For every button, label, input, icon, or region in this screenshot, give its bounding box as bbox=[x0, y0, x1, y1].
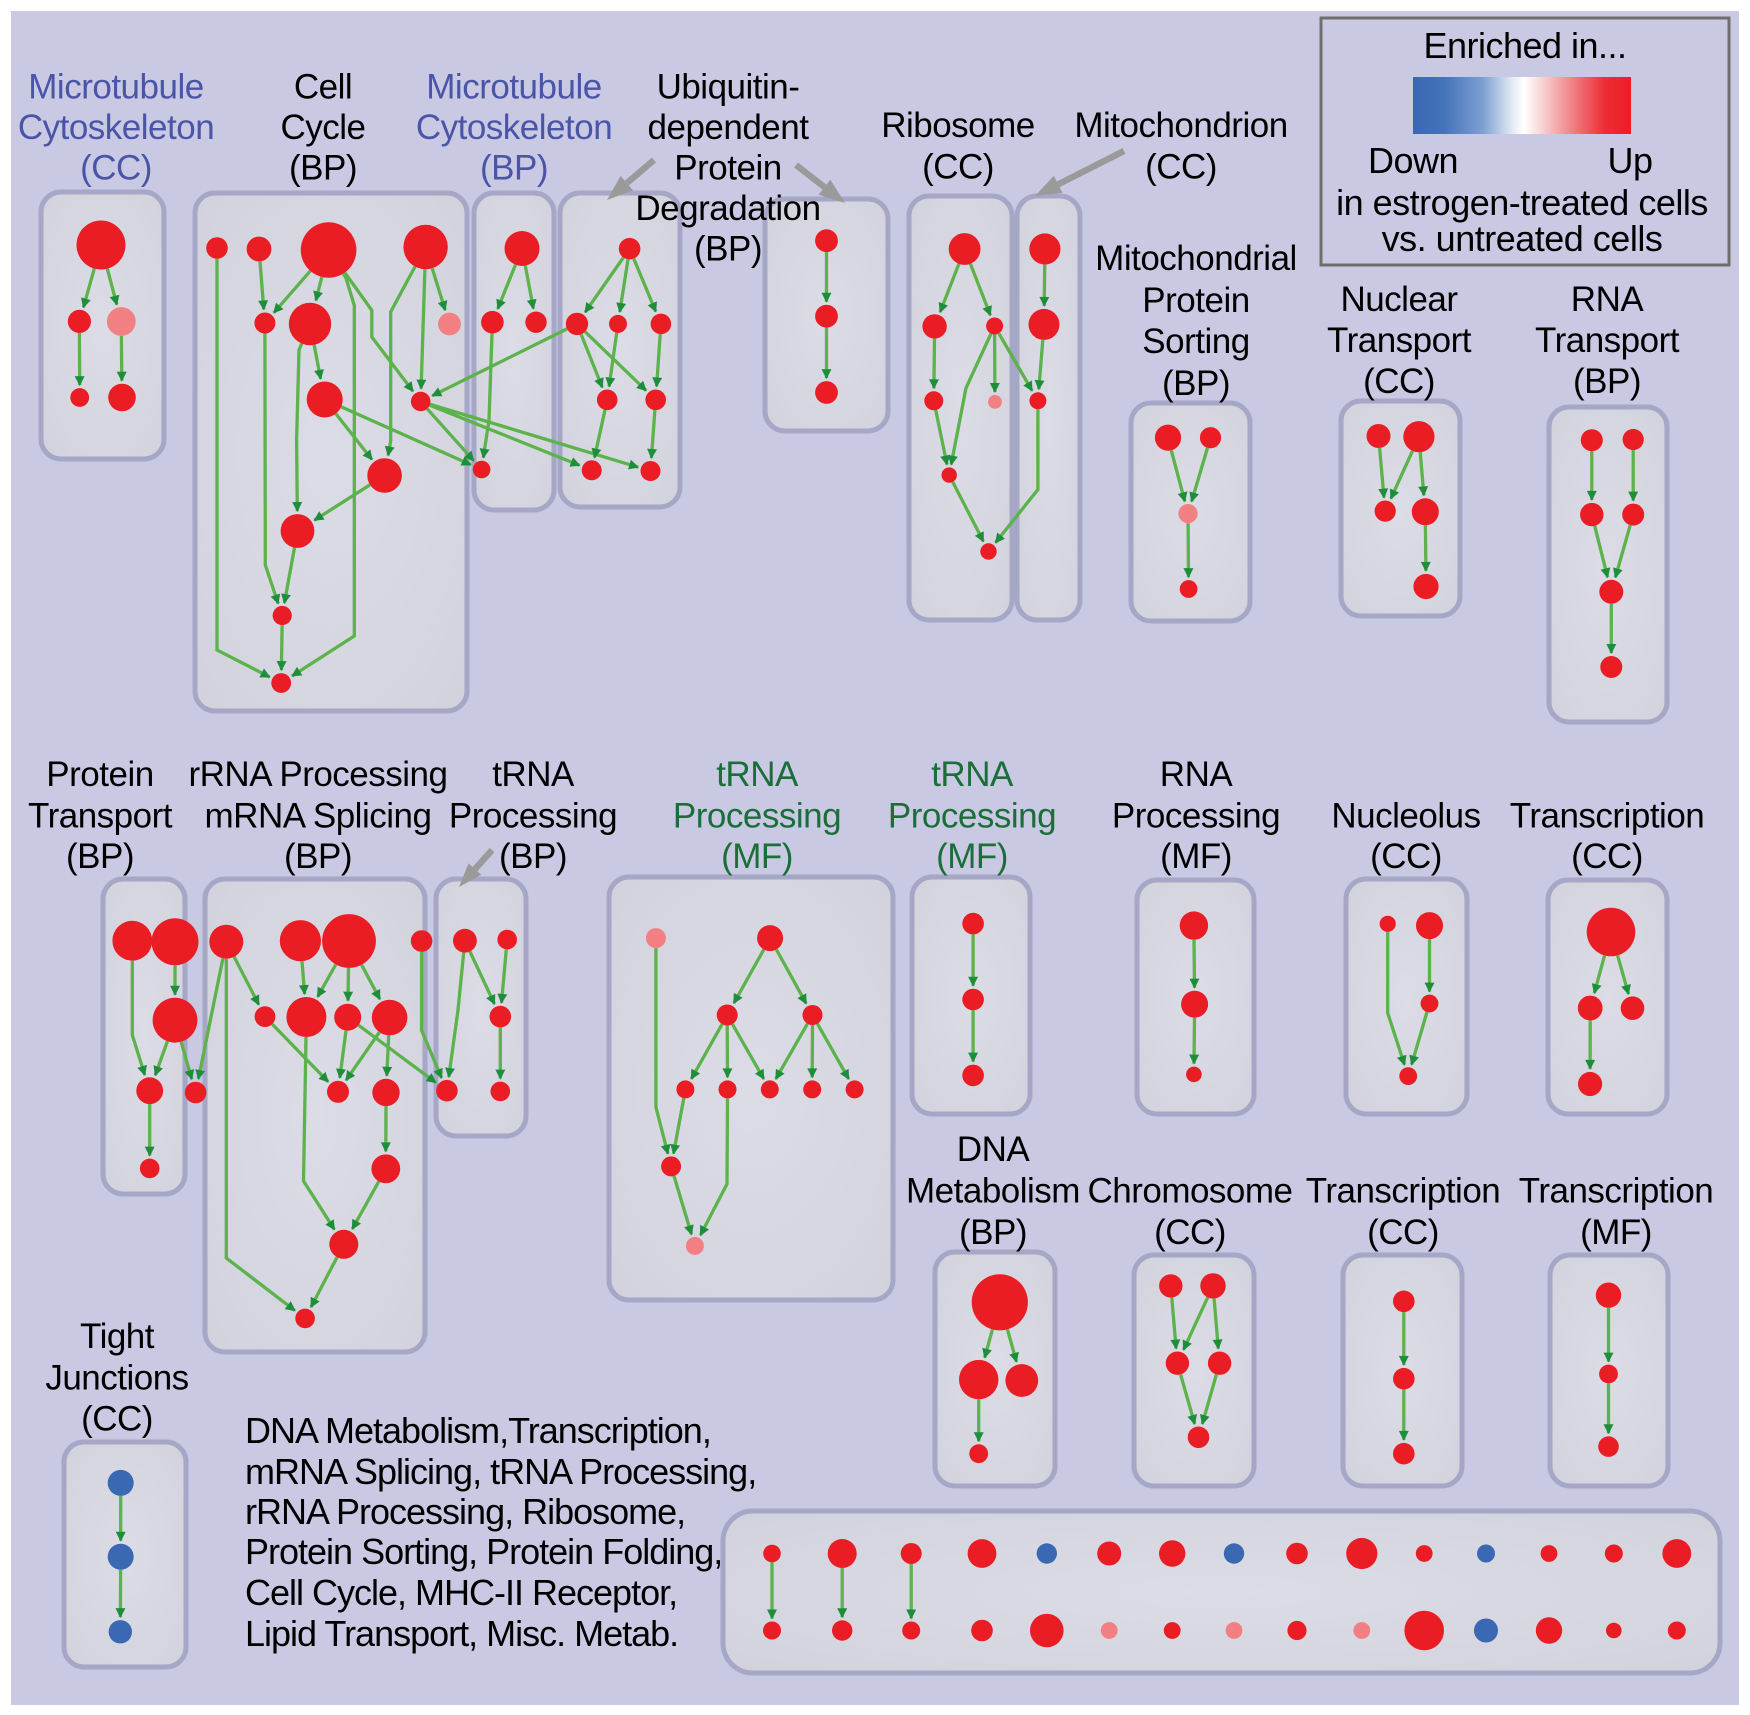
svg-text:(MF): (MF) bbox=[721, 837, 793, 876]
svg-text:(CC): (CC) bbox=[1154, 1213, 1226, 1252]
svg-text:(BP): (BP) bbox=[1573, 362, 1641, 401]
svg-text:DNA Metabolism,Transcription,: DNA Metabolism,Transcription, bbox=[245, 1410, 711, 1451]
svg-text:in estrogen-treated cells: in estrogen-treated cells bbox=[1336, 182, 1708, 223]
svg-text:Processing: Processing bbox=[449, 797, 617, 836]
svg-text:Transport: Transport bbox=[28, 797, 173, 836]
svg-text:Cell: Cell bbox=[294, 68, 352, 107]
svg-text:Degradation: Degradation bbox=[635, 189, 820, 228]
svg-text:Protein: Protein bbox=[674, 149, 781, 188]
svg-text:Mitochondrial: Mitochondrial bbox=[1095, 239, 1297, 278]
svg-text:(CC): (CC) bbox=[1363, 362, 1435, 401]
svg-text:(BP): (BP) bbox=[499, 837, 567, 876]
svg-text:tRNA: tRNA bbox=[931, 755, 1014, 794]
svg-text:Cell Cycle, MHC-II Receptor,: Cell Cycle, MHC-II Receptor, bbox=[245, 1572, 677, 1613]
svg-text:Processing: Processing bbox=[673, 797, 841, 836]
svg-text:(BP): (BP) bbox=[959, 1213, 1027, 1252]
svg-text:Microtubule: Microtubule bbox=[426, 68, 601, 107]
svg-text:(BP): (BP) bbox=[480, 149, 548, 188]
svg-text:Junctions: Junctions bbox=[45, 1359, 188, 1398]
svg-text:dependent: dependent bbox=[648, 108, 810, 147]
svg-text:Protein: Protein bbox=[1142, 281, 1249, 320]
svg-text:Down: Down bbox=[1368, 140, 1458, 181]
svg-text:DNA: DNA bbox=[957, 1130, 1031, 1169]
svg-text:Mitochondrion: Mitochondrion bbox=[1074, 106, 1287, 145]
svg-text:mRNA Splicing, tRNA Processing: mRNA Splicing, tRNA Processing, bbox=[245, 1451, 756, 1492]
svg-text:Enriched in...: Enriched in... bbox=[1423, 25, 1626, 66]
svg-text:RNA: RNA bbox=[1571, 280, 1645, 319]
svg-text:rRNA Processing: rRNA Processing bbox=[189, 755, 448, 794]
svg-text:Protein: Protein bbox=[46, 755, 153, 794]
svg-text:Up: Up bbox=[1607, 140, 1652, 181]
svg-text:Lipid Transport, Misc. Metab.: Lipid Transport, Misc. Metab. bbox=[245, 1613, 678, 1654]
svg-text:Protein Sorting, Protein Foldi: Protein Sorting, Protein Folding, bbox=[245, 1531, 722, 1572]
svg-text:(BP): (BP) bbox=[289, 149, 357, 188]
svg-text:Nucleolus: Nucleolus bbox=[1331, 797, 1480, 836]
svg-text:Cytoskeleton: Cytoskeleton bbox=[18, 108, 214, 147]
svg-text:(MF): (MF) bbox=[1580, 1213, 1652, 1252]
svg-text:Transport: Transport bbox=[1535, 321, 1680, 360]
svg-text:Cytoskeleton: Cytoskeleton bbox=[416, 108, 612, 147]
svg-text:Nuclear: Nuclear bbox=[1340, 280, 1458, 319]
svg-text:(MF): (MF) bbox=[1160, 837, 1232, 876]
svg-text:Ribosome: Ribosome bbox=[881, 106, 1035, 145]
svg-text:Sorting: Sorting bbox=[1142, 322, 1249, 361]
svg-text:Transcription: Transcription bbox=[1510, 797, 1705, 836]
svg-text:(CC): (CC) bbox=[1145, 148, 1217, 187]
svg-text:RNA: RNA bbox=[1160, 755, 1234, 794]
svg-text:Processing: Processing bbox=[888, 797, 1056, 836]
svg-text:tRNA: tRNA bbox=[492, 755, 575, 794]
svg-text:rRNA Processing, Ribosome,: rRNA Processing, Ribosome, bbox=[245, 1491, 685, 1532]
svg-text:(CC): (CC) bbox=[1370, 837, 1442, 876]
svg-text:(BP): (BP) bbox=[1162, 364, 1230, 403]
svg-text:Transport: Transport bbox=[1327, 321, 1472, 360]
svg-text:Metabolism: Metabolism bbox=[906, 1172, 1080, 1211]
svg-text:Microtubule: Microtubule bbox=[28, 68, 203, 107]
svg-text:Chromosome: Chromosome bbox=[1087, 1172, 1292, 1211]
svg-text:(CC): (CC) bbox=[1367, 1213, 1439, 1252]
svg-text:Tight: Tight bbox=[80, 1317, 155, 1356]
svg-text:(MF): (MF) bbox=[936, 837, 1008, 876]
svg-text:(CC): (CC) bbox=[922, 148, 994, 187]
svg-text:vs. untreated cells: vs. untreated cells bbox=[1382, 218, 1663, 259]
svg-text:(CC): (CC) bbox=[1571, 837, 1643, 876]
svg-text:Processing: Processing bbox=[1112, 797, 1280, 836]
svg-text:Ubiquitin-: Ubiquitin- bbox=[657, 68, 800, 107]
svg-text:tRNA: tRNA bbox=[716, 755, 799, 794]
svg-text:Transcription: Transcription bbox=[1519, 1172, 1714, 1211]
svg-text:(BP): (BP) bbox=[694, 230, 762, 269]
svg-text:(BP): (BP) bbox=[284, 837, 352, 876]
svg-text:(CC): (CC) bbox=[81, 1400, 153, 1439]
svg-text:Transcription: Transcription bbox=[1306, 1172, 1501, 1211]
svg-text:Cycle: Cycle bbox=[280, 108, 365, 147]
svg-text:mRNA Splicing: mRNA Splicing bbox=[205, 797, 432, 836]
svg-text:(CC): (CC) bbox=[80, 149, 152, 188]
svg-text:(BP): (BP) bbox=[66, 837, 134, 876]
